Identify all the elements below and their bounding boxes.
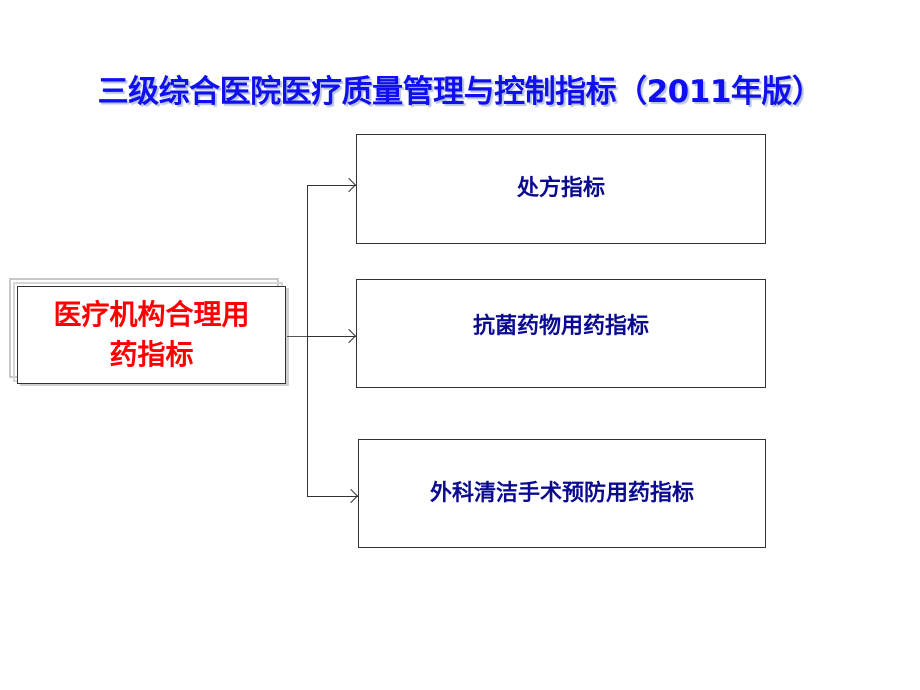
root-connector-line	[287, 336, 308, 337]
child-node-label: 抗菌药物用药指标	[472, 314, 649, 339]
branch-connector-2	[307, 336, 356, 337]
arrow-right-icon	[341, 328, 357, 344]
child-node-label: 处方指标	[516, 176, 605, 201]
child-node-prescription-indicators: 处方指标	[356, 134, 766, 244]
trunk-connector-line	[307, 185, 308, 497]
root-node-label: 医疗机构合理用药指标	[53, 298, 250, 371]
branch-connector-3	[307, 496, 358, 497]
arrow-right-icon	[341, 177, 357, 193]
branch-connector-1	[307, 185, 356, 186]
slide-title: 三级综合医院医疗质量管理与控制指标（2011年版）	[97, 74, 823, 110]
child-node-antibiotic-indicators: 抗菌药物用药指标	[356, 279, 766, 388]
child-node-label: 外科清洁手术预防用药指标	[429, 481, 694, 506]
root-node-box: 医疗机构合理用药指标	[17, 286, 286, 384]
child-node-surgical-prophylaxis-indicators: 外科清洁手术预防用药指标	[358, 439, 766, 548]
arrow-right-icon	[343, 488, 359, 504]
